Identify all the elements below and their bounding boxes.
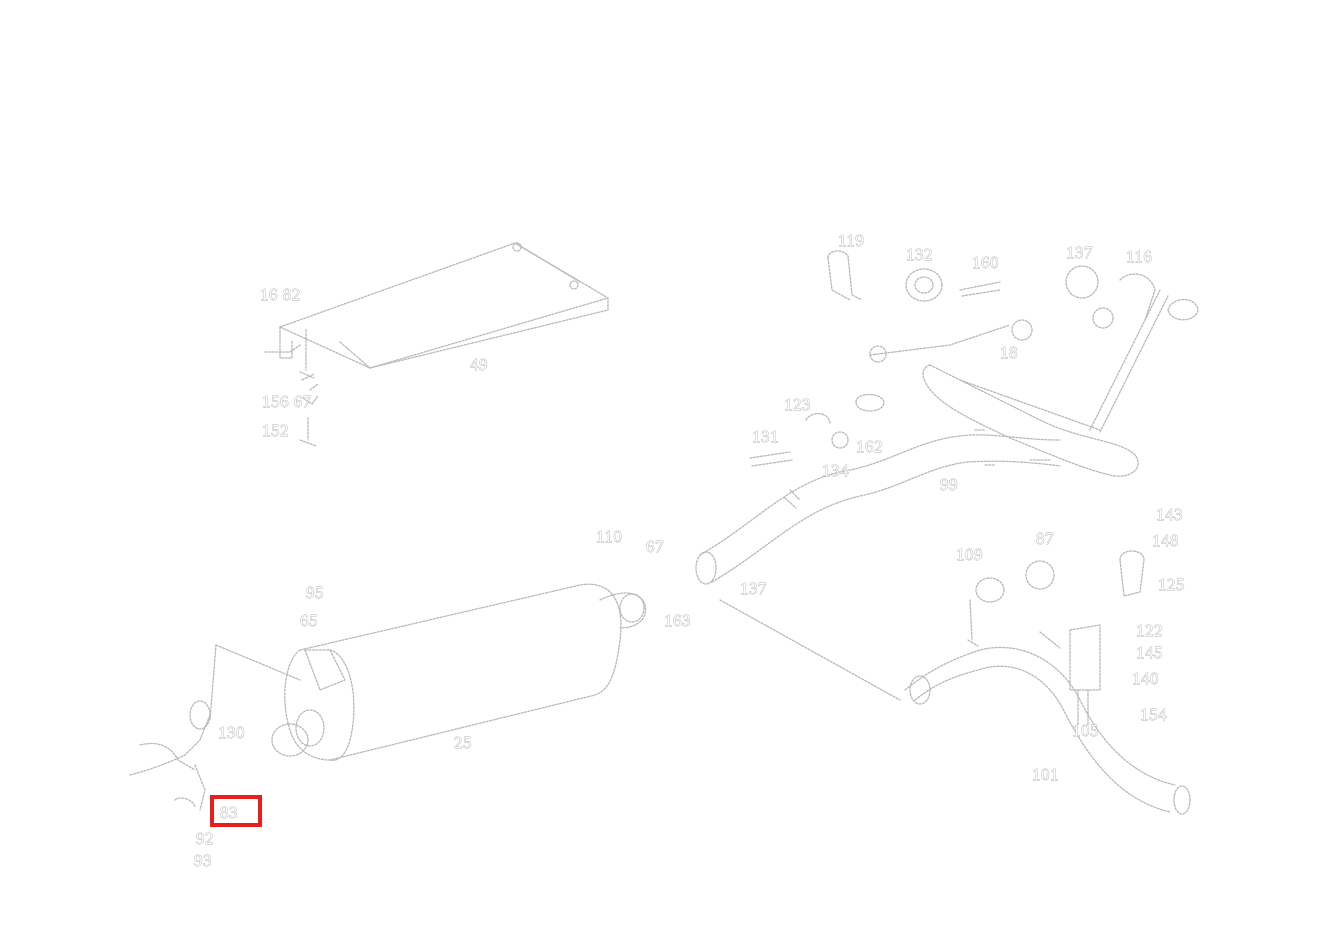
callout-label-c-49[interactable]: 49: [470, 355, 488, 375]
callout-label-c-152[interactable]: 152: [262, 421, 289, 441]
callout-label-c-16-82[interactable]: 16 82: [260, 285, 301, 305]
callout-label-c-109[interactable]: 109: [956, 545, 983, 565]
callout-label-c-154[interactable]: 154: [1140, 705, 1167, 725]
tailpipe[interactable]: [129, 644, 301, 811]
callout-label-c-163[interactable]: 163: [664, 611, 691, 631]
callout-label-c-131[interactable]: 131: [752, 427, 779, 447]
callout-label-c-92[interactable]: 92: [196, 829, 214, 849]
callout-label-c-119[interactable]: 119: [838, 231, 865, 251]
heat-shield-part[interactable]: [264, 242, 609, 447]
callout-label-c-83[interactable]: 83: [220, 803, 238, 823]
upper-hangers-clamps[interactable]: [749, 250, 1199, 467]
callout-label-c-148[interactable]: 148: [1152, 531, 1179, 551]
rear-muffler[interactable]: [271, 583, 647, 761]
front-exhaust-pipe[interactable]: [695, 434, 1061, 701]
callout-label-c-123[interactable]: 123: [784, 395, 811, 415]
callout-label-c-137b[interactable]: 137: [740, 579, 767, 599]
callout-label-c-143[interactable]: 143: [1156, 505, 1183, 525]
callout-label-c-93[interactable]: 93: [194, 851, 212, 871]
callout-label-c-87[interactable]: 87: [1036, 529, 1054, 549]
callout-label-c-140[interactable]: 140: [1132, 669, 1159, 689]
callout-label-c-25[interactable]: 25: [454, 733, 472, 753]
callout-label-c-110[interactable]: 110: [596, 527, 623, 547]
callout-label-c-160[interactable]: 160: [972, 253, 999, 273]
callout-label-c-65[interactable]: 65: [300, 611, 318, 631]
callout-label-c-18[interactable]: 18: [1000, 343, 1018, 363]
callout-label-c-95[interactable]: 95: [306, 583, 324, 603]
callout-label-c-137[interactable]: 137: [1066, 243, 1093, 263]
callout-label-c-132[interactable]: 132: [906, 245, 933, 265]
callout-label-c-116[interactable]: 116: [1126, 247, 1153, 267]
callout-label-c-105[interactable]: 105: [1072, 721, 1099, 741]
callout-label-c-162[interactable]: 162: [856, 437, 883, 457]
callout-label-c-145[interactable]: 145: [1136, 643, 1163, 663]
callout-label-c-101[interactable]: 101: [1032, 765, 1059, 785]
callout-label-c-125[interactable]: 125: [1158, 575, 1185, 595]
callout-label-c-67[interactable]: 67: [646, 537, 664, 557]
callout-label-c-122[interactable]: 122: [1136, 621, 1163, 641]
callout-label-c-99[interactable]: 99: [940, 475, 958, 495]
callout-label-c-134a[interactable]: 134: [822, 461, 849, 481]
callout-label-c-156-67[interactable]: 156 67: [262, 392, 312, 412]
intermediate-pipe-rear[interactable]: [904, 550, 1191, 815]
callout-label-c-130[interactable]: 130: [218, 723, 245, 743]
catalytic-converter-upper[interactable]: [869, 289, 1169, 477]
highlighted-callout-box[interactable]: [210, 795, 262, 827]
